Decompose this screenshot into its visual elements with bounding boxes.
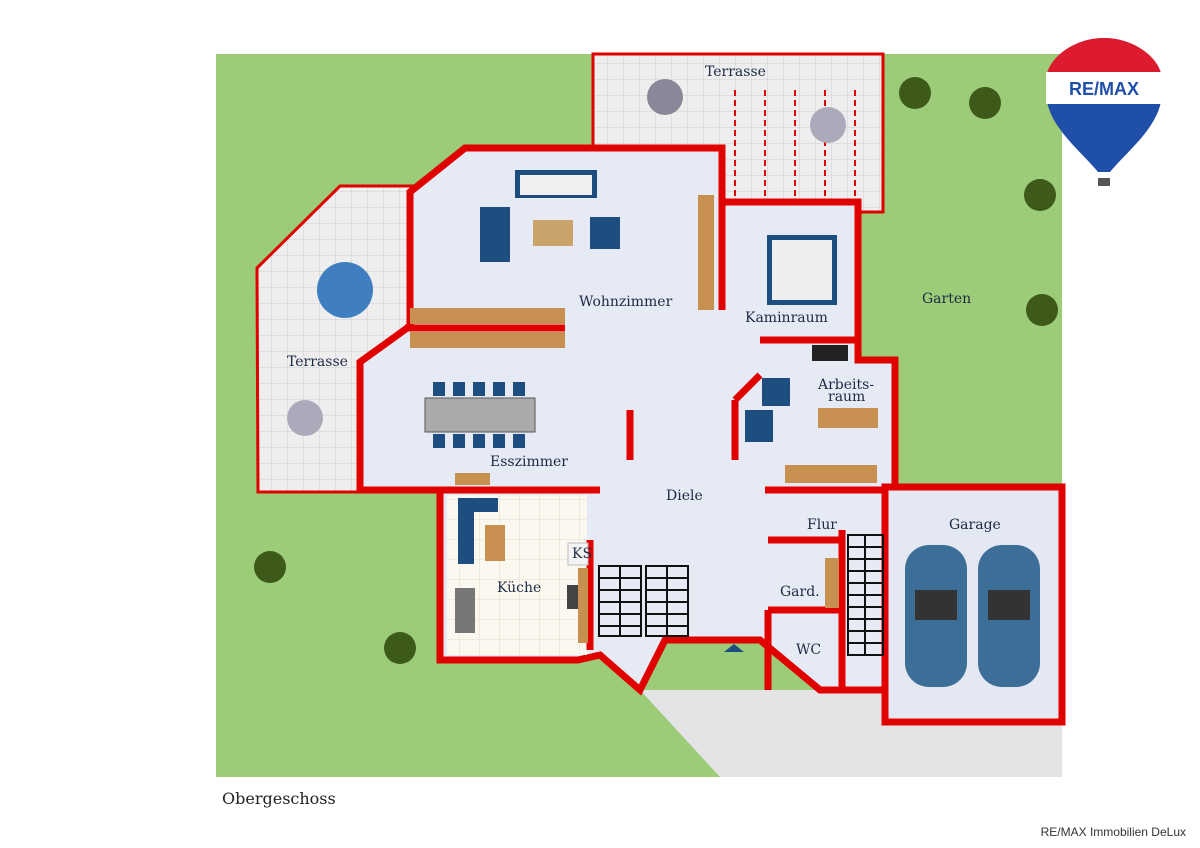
entrance-arrow-icon bbox=[724, 644, 744, 652]
room-label-wc: WC bbox=[796, 642, 821, 658]
furniture bbox=[287, 79, 878, 643]
room-label-terrasse-left: Terrasse bbox=[287, 354, 348, 370]
fireplace bbox=[812, 345, 848, 361]
room-label-garage: Garage bbox=[949, 517, 1001, 533]
room-label-kaminraum: Kaminraum bbox=[745, 310, 828, 326]
remax-balloon-logo: RE/MAX bbox=[1046, 38, 1162, 186]
cars bbox=[905, 545, 1040, 687]
room-label-wohnzimmer: Wohnzimmer bbox=[579, 294, 673, 310]
room-label-gard: Gard. bbox=[780, 584, 820, 600]
room-label-terrasse-top: Terrasse bbox=[705, 64, 766, 80]
fridge bbox=[567, 542, 589, 566]
room-label-flur: Flur bbox=[807, 517, 837, 533]
room-label-kueche: Küche bbox=[497, 580, 541, 596]
logo-text: RE/MAX bbox=[1069, 79, 1139, 99]
stairs bbox=[598, 534, 884, 656]
room-label-diele: Diele bbox=[666, 488, 703, 504]
footer-credit: RE/MAX Immobilien DeLux bbox=[1040, 825, 1186, 839]
interior-walls bbox=[405, 200, 885, 690]
room-label-arbeitsraum-1: Arbeits- bbox=[817, 377, 874, 393]
fridge-label: KS bbox=[572, 546, 592, 562]
room-label-arbeitsraum-2: raum bbox=[828, 389, 865, 405]
pergola bbox=[734, 90, 856, 200]
room-label-esszimmer: Esszimmer bbox=[490, 454, 568, 470]
floor-label: Obergeschoss bbox=[222, 789, 336, 808]
room-label-garten: Garten bbox=[922, 291, 971, 307]
bushes bbox=[254, 77, 1058, 664]
